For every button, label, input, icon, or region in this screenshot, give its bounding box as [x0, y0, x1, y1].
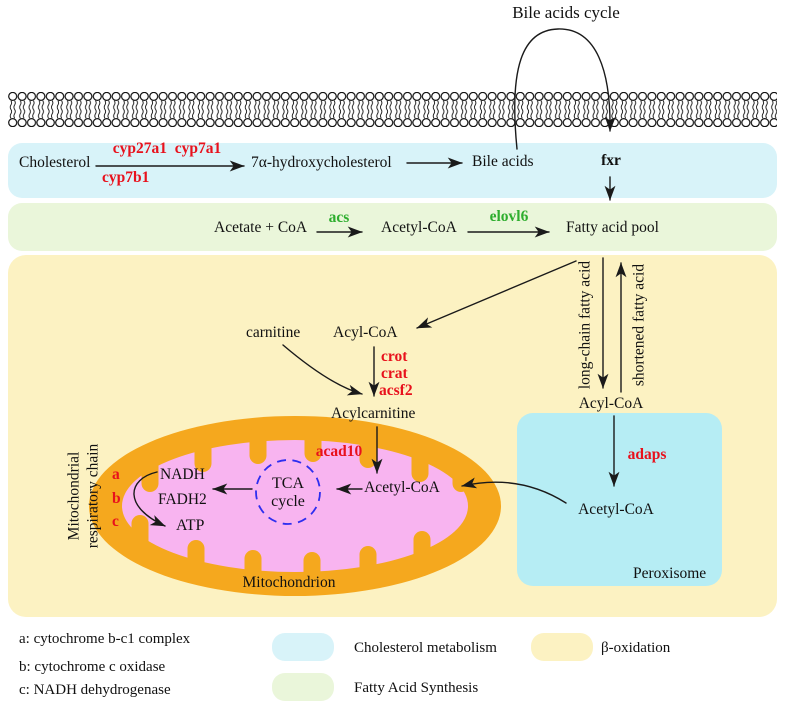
respiratory-chain-line1: Mitochondrial	[65, 451, 83, 541]
fxr-label: fxr	[601, 152, 621, 169]
fadh2-label: FADH2	[158, 491, 207, 508]
cholesterol-label: Cholesterol	[19, 154, 91, 171]
acyl-coa-right-label: Acyl-CoA	[578, 395, 644, 412]
legend-swatch-cholesterol-metabolism	[272, 633, 334, 661]
cholesterol-metabolism-region	[8, 143, 777, 198]
acad10-label: acad10	[315, 443, 363, 460]
tca-cycle-circle	[255, 459, 321, 525]
legend-swatch-beta-oxidation	[531, 633, 593, 661]
acsf2-label: acsf2	[379, 382, 413, 399]
legend-swatch-fatty-acid-synthesis	[272, 673, 334, 701]
tca-label-line1: TCA	[272, 475, 304, 492]
cell-membrane	[8, 92, 777, 127]
respiratory-chain-label: Mitochondrial respiratory chain	[65, 444, 102, 549]
arrow-nadh-to-atp	[133, 471, 166, 527]
chain-a-label: a	[112, 466, 120, 483]
cyp7b1-label: cyp7b1	[102, 169, 150, 186]
acetyl-coa-mito-label: Acetyl-CoA	[364, 479, 440, 496]
peroxisome-label: Peroxisome	[633, 565, 707, 582]
crot-label: crot	[381, 348, 408, 365]
legend-note-a: a: cytochrome b-c1 complex	[19, 631, 191, 647]
acetyl-coa-peroxisome-label: Acetyl-CoA	[578, 501, 654, 518]
acetate-coa-label: Acetate + CoA	[214, 219, 308, 236]
atp-label: ATP	[176, 517, 205, 534]
chain-b-label: b	[112, 490, 121, 507]
acyl-coa-mid-label: Acyl-CoA	[333, 324, 398, 341]
legend-label-beta-oxidation: β-oxidation	[601, 640, 671, 656]
legend-label-fatty-acid-synthesis: Fatty Acid Synthesis	[354, 680, 479, 696]
acs-label: acs	[328, 209, 350, 226]
long-chain-fatty-acid-label: long-chain fatty acid	[576, 260, 594, 390]
arrows	[95, 28, 627, 527]
chain-c-label: c	[112, 513, 119, 530]
nadh-label: NADH	[160, 466, 205, 483]
legend-label-cholesterol-metabolism: Cholesterol metabolism	[354, 640, 497, 656]
acylcarnitine-label: Acylcarnitine	[331, 405, 416, 422]
legend-note-c: c: NADH dehydrogenase	[19, 682, 171, 698]
crat-label: crat	[381, 365, 408, 382]
cristae	[131, 424, 470, 590]
shortened-fatty-acid-label: shortened fatty acid	[630, 263, 648, 387]
fatty-acid-pool-label: Fatty acid pool	[566, 219, 659, 236]
bile-acids-cycle-title: Bile acids cycle	[512, 3, 620, 22]
arrow-carnitine-curve	[282, 344, 363, 396]
elovl6-label: elovl6	[489, 208, 529, 225]
tca-label-line2: cycle	[271, 493, 305, 510]
fatty-acid-synthesis-region	[8, 203, 777, 251]
acetyl-coa-synthesis-label: Acetyl-CoA	[381, 219, 457, 236]
cyp27a1-cyp7a1-label: cyp27a1 cyp7a1	[112, 140, 222, 157]
adaps-label: adaps	[627, 446, 667, 463]
bile-acids-label: Bile acids	[472, 153, 534, 170]
arrow-bile-acids-cycle-loop	[514, 28, 616, 150]
hydroxycholesterol-label: 7α-hydroxycholesterol	[251, 154, 392, 171]
carnitine-label: carnitine	[246, 324, 301, 341]
legend-note-b: b: cytochrome c oxidase	[19, 659, 166, 675]
arrow-perox-to-mito	[461, 477, 567, 504]
peroxisome-box	[517, 413, 722, 586]
arrow-pool-to-acyl-coa	[416, 260, 577, 329]
mitochondrion-label: Mitochondrion	[242, 574, 336, 591]
respiratory-chain-line2: respiratory chain	[84, 443, 101, 549]
